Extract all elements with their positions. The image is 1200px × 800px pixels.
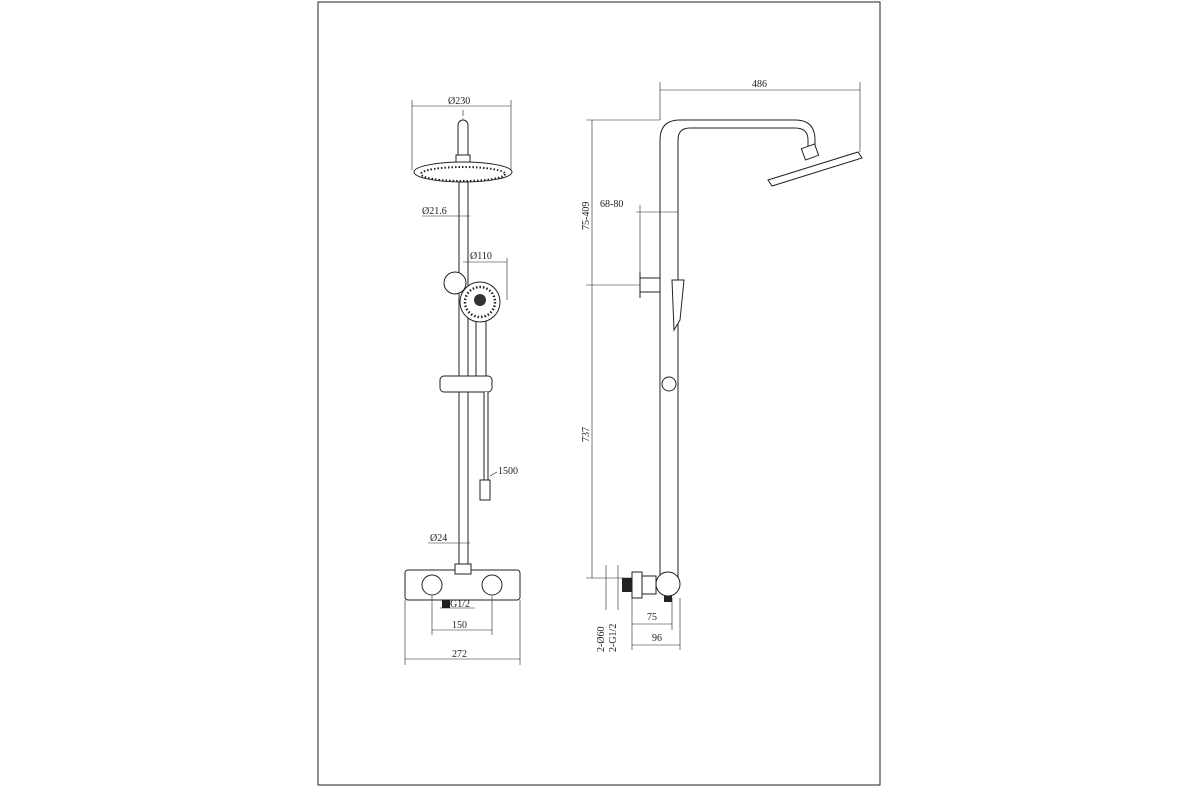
- label-lower-pipe-diameter: Ø24: [430, 533, 447, 544]
- slider-side: [661, 376, 677, 392]
- label-inlet-thread: G1/2: [450, 599, 470, 610]
- holder: [443, 271, 467, 295]
- label-depth-a: 75: [647, 612, 657, 623]
- escutcheon: [631, 571, 643, 599]
- label-hand-shower-diameter: Ø110: [470, 251, 492, 262]
- label-inlet-spacing: 150: [452, 620, 467, 631]
- label-head-diameter: Ø230: [448, 96, 470, 107]
- shower-arm-stub: [457, 119, 469, 161]
- hand-shower-side: [671, 279, 685, 332]
- hose: [483, 392, 489, 481]
- rain-shower-head-side: [767, 151, 863, 187]
- mixer-side: [655, 571, 681, 597]
- front-view: [404, 100, 521, 665]
- hand-shower-handle: [475, 317, 487, 384]
- label-arm-reach: 486: [752, 79, 767, 90]
- slider-clamp: [439, 375, 493, 393]
- drawing-frame: [317, 1, 881, 786]
- label-mixer-width: 272: [452, 649, 467, 660]
- label-pipe-diameter: Ø21.6: [422, 206, 447, 217]
- label-wall-offset: 68-80: [600, 199, 623, 210]
- label-escutcheon: 2-Ø60: [596, 626, 607, 652]
- holder-side: [639, 277, 661, 293]
- riser-and-arm: [659, 119, 816, 581]
- label-height-adjust: 75-409: [581, 202, 592, 230]
- label-depth-b: 96: [652, 633, 662, 644]
- label-rail-height: 737: [581, 427, 592, 442]
- label-connection: 2-G1/2: [608, 624, 619, 652]
- side-view: [586, 82, 863, 650]
- label-hose-length: 1500: [498, 466, 518, 477]
